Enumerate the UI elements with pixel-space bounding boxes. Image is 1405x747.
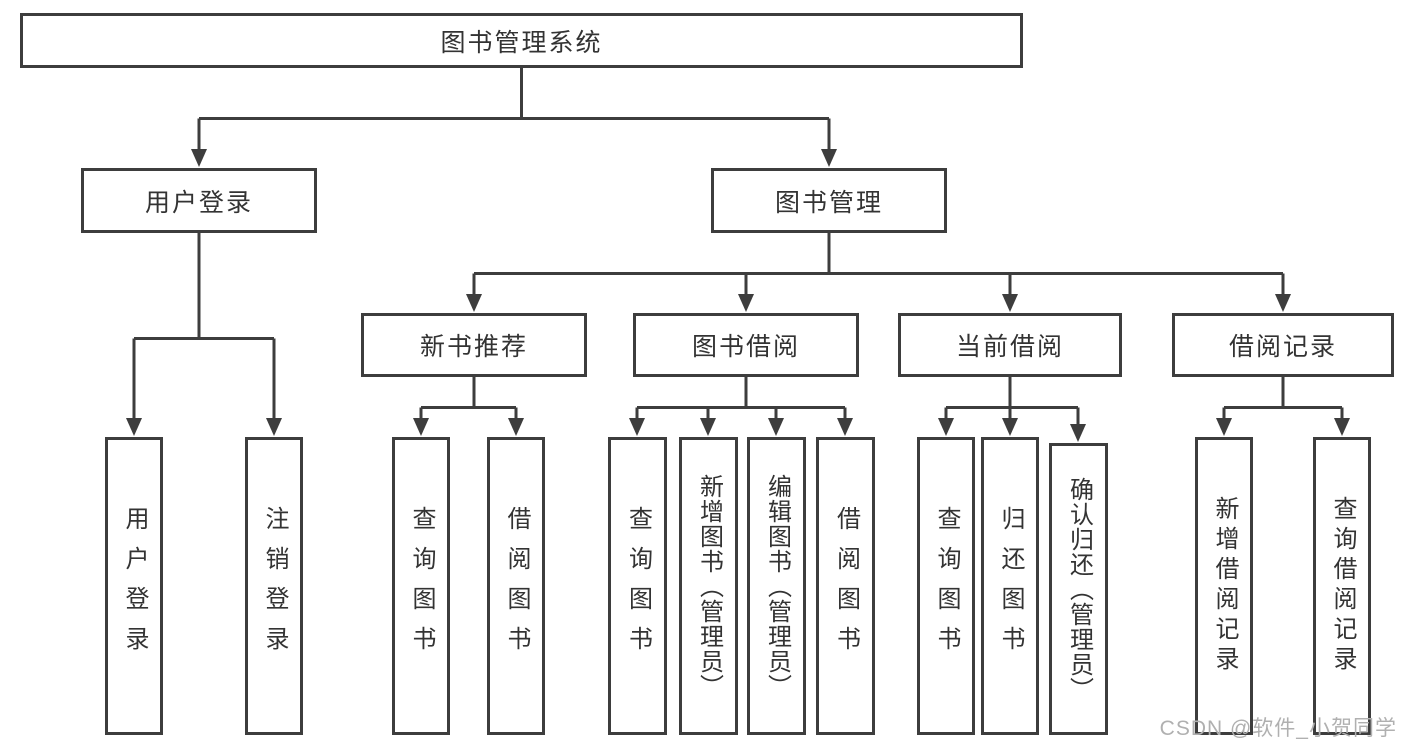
leaf-bb-edit-book: 编辑图书（管理员）	[747, 437, 806, 735]
leaf-bb-add-book: 新增图书（管理员）	[679, 437, 738, 735]
node-book-borrow-label: 图书借阅	[691, 333, 800, 361]
leaf-cb-confirm-return-label: 确认归还（管理员）	[1065, 476, 1093, 702]
leaf-bb-borrow-book-label: 借阅图书	[832, 506, 860, 666]
leaf-rec-borrow-book: 借阅图书	[487, 437, 545, 735]
leaf-cb-query-book: 查询图书	[917, 437, 975, 735]
node-root: 图书管理系统	[20, 13, 1023, 68]
leaf-user-login-label: 用户登录	[121, 506, 148, 666]
node-borrow-record: 借阅记录	[1172, 313, 1394, 377]
csdn-watermark: CSDN @软件_小贺同学	[1159, 717, 1397, 740]
leaf-rec-borrow-book-label: 借阅图书	[503, 506, 530, 666]
leaf-logout-label: 注销登录	[261, 506, 288, 666]
node-book-mgmt: 图书管理	[711, 168, 947, 233]
leaf-br-add-record-label: 新增借阅记录	[1211, 496, 1238, 676]
node-book-borrow: 图书借阅	[633, 313, 859, 377]
node-user-login-label: 用户登录	[144, 188, 253, 217]
leaf-rec-query-book-label: 查询图书	[408, 506, 435, 666]
leaf-cb-query-book-label: 查询图书	[933, 506, 960, 666]
leaf-cb-return-book: 归还图书	[981, 437, 1039, 735]
node-root-label: 图书管理系统	[440, 28, 603, 57]
node-user-login: 用户登录	[81, 168, 317, 233]
node-borrow-record-label: 借阅记录	[1228, 333, 1337, 361]
leaf-br-add-record: 新增借阅记录	[1195, 437, 1253, 735]
leaf-cb-return-book-label: 归还图书	[997, 506, 1024, 666]
node-current-borrow: 当前借阅	[898, 313, 1122, 377]
node-new-book-rec-label: 新书推荐	[419, 333, 528, 361]
node-current-borrow-label: 当前借阅	[955, 333, 1064, 361]
leaf-bb-add-book-label: 新增图书（管理员）	[695, 473, 723, 699]
leaf-bb-query-book-label: 查询图书	[624, 506, 652, 666]
leaf-br-query-record-label: 查询借阅记录	[1329, 496, 1356, 676]
leaf-rec-query-book: 查询图书	[392, 437, 450, 735]
leaf-logout: 注销登录	[245, 437, 303, 735]
leaf-bb-borrow-book: 借阅图书	[816, 437, 875, 735]
node-book-mgmt-label: 图书管理	[774, 188, 883, 217]
leaf-bb-edit-book-label: 编辑图书（管理员）	[763, 473, 791, 699]
leaf-cb-confirm-return: 确认归还（管理员）	[1049, 443, 1108, 735]
node-new-book-rec: 新书推荐	[361, 313, 587, 377]
leaf-bb-query-book: 查询图书	[608, 437, 667, 735]
leaf-br-query-record: 查询借阅记录	[1313, 437, 1371, 735]
leaf-user-login: 用户登录	[105, 437, 163, 735]
